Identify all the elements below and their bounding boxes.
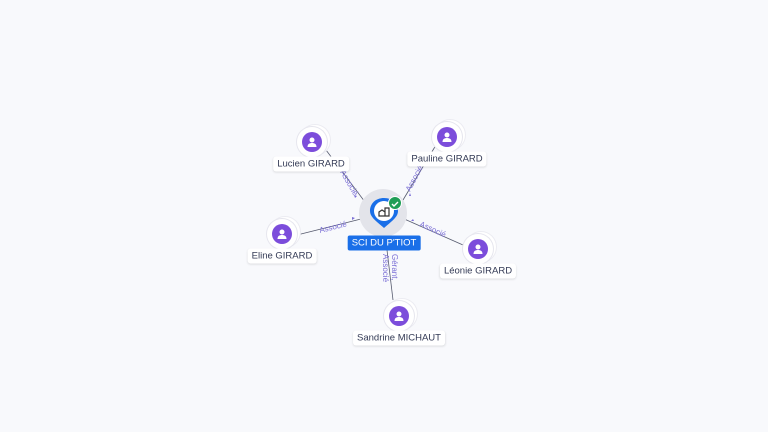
- person-label-sandrine[interactable]: Sandrine MICHAUT: [353, 330, 445, 346]
- user-icon: [272, 224, 292, 244]
- person-label-lucien[interactable]: Lucien GIRARD: [273, 156, 349, 172]
- arrow-icon: [409, 193, 411, 196]
- person-node-lucien[interactable]: [297, 127, 327, 157]
- user-icon: [389, 306, 409, 326]
- building-icon: [378, 207, 390, 217]
- person-node-pauline[interactable]: [432, 122, 462, 152]
- user-icon: [468, 239, 488, 259]
- person-node-sandrine[interactable]: [384, 301, 414, 331]
- user-icon: [437, 127, 457, 147]
- person-label-eline[interactable]: Eline GIRARD: [247, 248, 317, 264]
- edge-label-leonie: Associé: [418, 220, 448, 240]
- user-icon: [302, 132, 322, 152]
- check-circle-icon: [388, 196, 402, 210]
- person-node-leonie[interactable]: [463, 234, 493, 264]
- person-node-eline[interactable]: [267, 219, 297, 249]
- edge-label-eline: Associé: [318, 219, 348, 235]
- edge-label-lucien: Associé: [338, 169, 360, 198]
- arrow-icon: [411, 219, 414, 221]
- edge-label-sandrine-2: Associé: [381, 254, 390, 283]
- person-label-leonie[interactable]: Léonie GIRARD: [439, 263, 517, 279]
- edge-label-pauline: Associé: [404, 163, 425, 192]
- company-label[interactable]: SCI DU P'TIOT: [347, 235, 421, 251]
- person-label-pauline[interactable]: Pauline GIRARD: [407, 151, 487, 167]
- edge-leonie: [401, 217, 464, 246]
- arrow-icon: [352, 217, 355, 220]
- edge-label-sandrine-1: Gérant,: [390, 254, 399, 281]
- arrow-icon: [354, 195, 357, 198]
- edge-sandrine: [386, 249, 394, 301]
- edge-eline: [296, 217, 366, 236]
